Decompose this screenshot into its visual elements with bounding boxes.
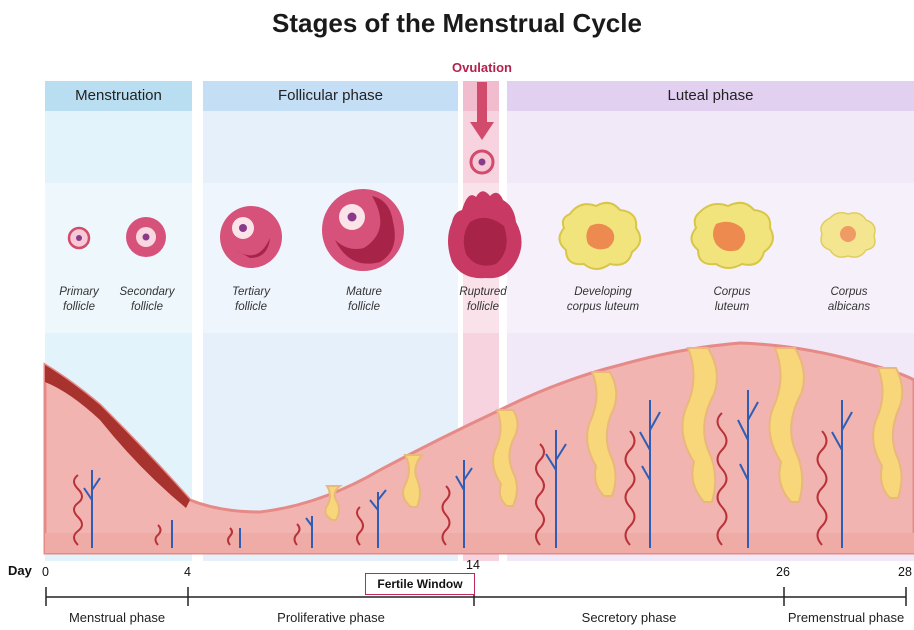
secondary-follicle (126, 217, 166, 257)
premenstrual-phase-label: Premenstrual phase (778, 610, 914, 625)
timeline-axis (46, 587, 906, 606)
day-tick-14: 14 (466, 558, 480, 572)
tertiary-follicle (220, 206, 282, 268)
released-egg (471, 151, 493, 173)
day-axis-label: Day (8, 563, 32, 578)
follicular-phase-label: Follicular phase (203, 81, 458, 111)
ovulation-label: Ovulation (440, 60, 524, 75)
day-tick-28: 28 (898, 565, 912, 579)
mature-follicle (322, 189, 404, 271)
menstrual-phase-label: Menstrual phase (46, 610, 188, 625)
menstruation-label: Menstruation (45, 81, 192, 111)
day-tick-26: 26 (776, 565, 790, 579)
developing-corpus-luteum (559, 203, 640, 269)
fertile-window-box: Fertile Window (365, 573, 475, 595)
diagram-title: Stages of the Menstrual Cycle (0, 8, 914, 39)
day-tick-4: 4 (184, 565, 191, 579)
day-tick-0: 0 (42, 565, 49, 579)
proliferative-phase-label: Proliferative phase (188, 610, 474, 625)
corpus-luteum (691, 203, 772, 268)
primary-follicle (69, 228, 89, 248)
basal-layer (45, 533, 914, 553)
secretory-phase-label: Secretory phase (474, 610, 784, 625)
luteal-phase-label: Luteal phase (507, 81, 914, 111)
